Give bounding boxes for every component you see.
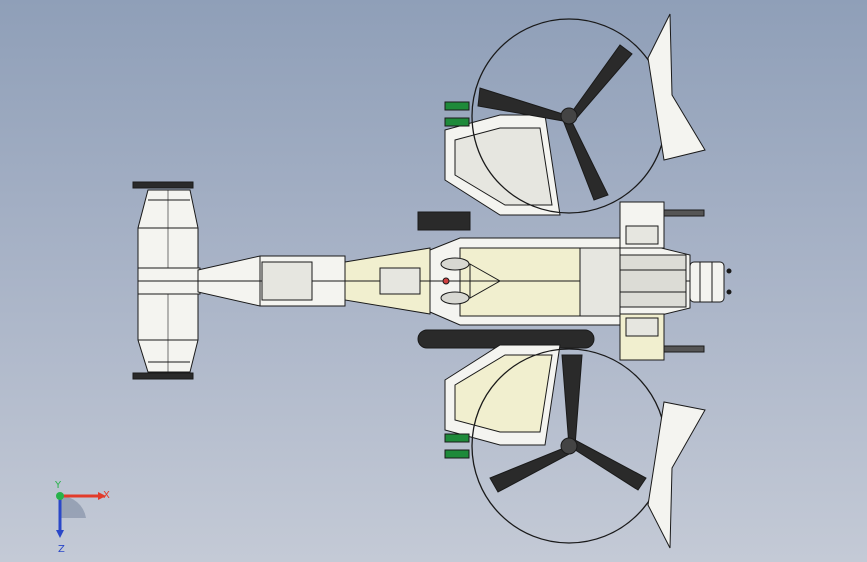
tail-assembly[interactable] — [132, 181, 201, 380]
rotor-upper[interactable] — [471, 13, 706, 214]
nose-section[interactable] — [689, 261, 732, 303]
fuselage[interactable] — [429, 237, 691, 326]
nacelle-upper[interactable] — [444, 101, 561, 216]
tail-boom[interactable] — [197, 247, 431, 315]
rotor-lower[interactable] — [471, 348, 706, 549]
triad-y-label: Y — [54, 480, 62, 491]
side-pod-lower[interactable] — [417, 313, 705, 361]
triad-x-label: X — [103, 490, 110, 501]
nacelle-lower[interactable] — [444, 344, 561, 459]
coordinate-triad: X Y Z — [54, 480, 110, 555]
side-pod-upper[interactable] — [417, 201, 705, 249]
triad-z-label: Z — [58, 544, 65, 555]
